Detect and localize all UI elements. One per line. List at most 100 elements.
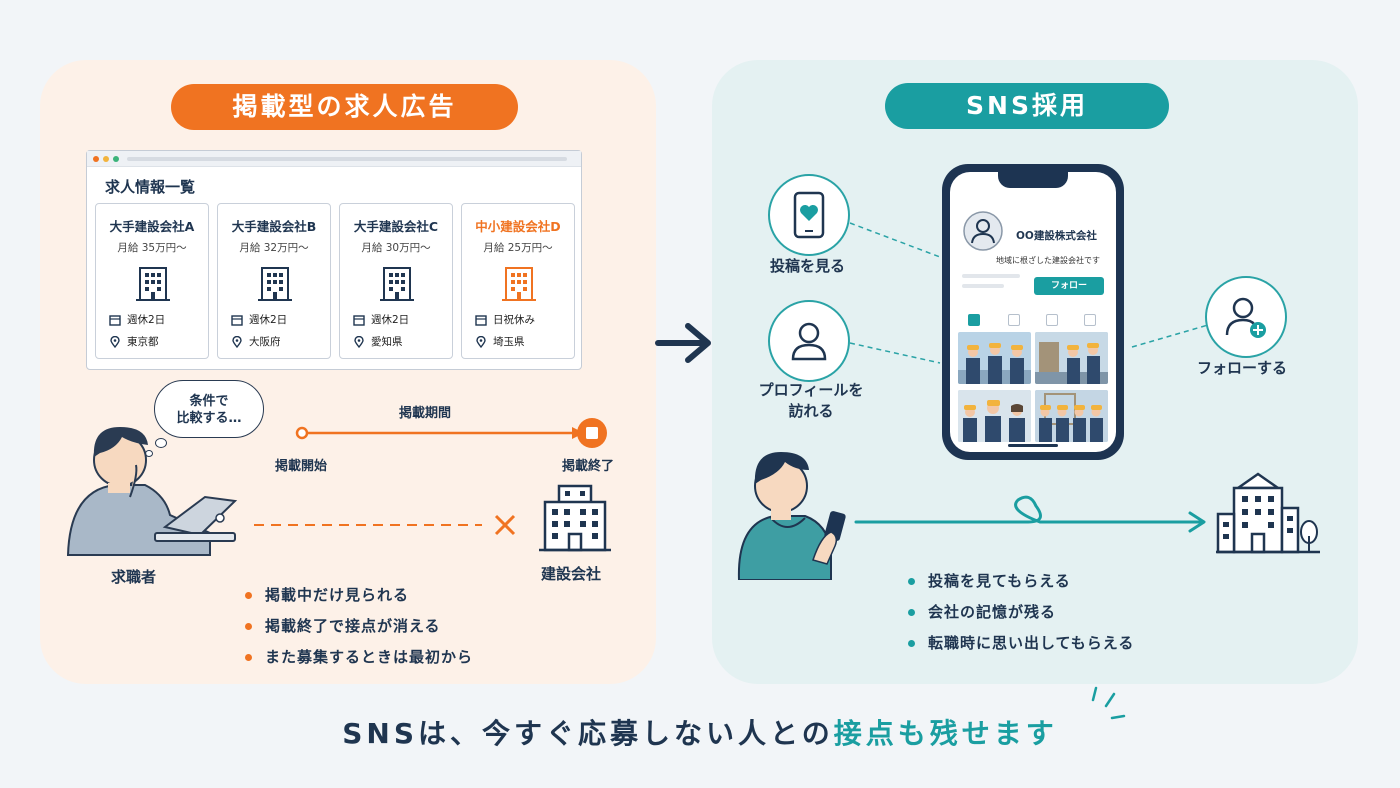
post-photo[interactable] (958, 390, 1031, 442)
right-panel-title: SNS採用 (885, 83, 1169, 129)
footer-message: SNSは、今すぐ応募しない人との接点も残せます (0, 712, 1400, 752)
job-location: 東京都 (127, 336, 159, 348)
building-icon (539, 484, 611, 552)
job-location-row: 埼玉県 (474, 334, 525, 349)
phone-placeholder-line (962, 274, 1020, 278)
phone-follow-button[interactable]: フォロー (1034, 277, 1104, 295)
stop-icon (577, 418, 607, 448)
job-company-name: 大手建設会社C (353, 219, 439, 234)
phone-screen: OO建設株式会社 地域に根ざした建設会社です フォロー (950, 172, 1116, 452)
job-card[interactable]: 大手建設会社A 月給 35万円〜週休2日東京都 (95, 203, 209, 359)
job-card[interactable]: 大手建設会社C 月給 30万円〜週休2日愛知県 (339, 203, 453, 359)
view-posts-label: 投稿を見る (770, 257, 846, 275)
right-bullet-item: 会社の記憶が残る (906, 601, 1134, 632)
phone-notch (998, 172, 1068, 188)
footer-message-accent: 接点も残せます (833, 717, 1058, 750)
location-pin-icon (352, 335, 366, 349)
window-close-dot (93, 156, 99, 162)
left-bullet-item: 掲載中だけ見られる (243, 584, 473, 615)
building-icon (502, 267, 536, 301)
bookmark-tab-icon[interactable] (1046, 314, 1058, 326)
job-holiday: 週休2日 (249, 314, 288, 326)
job-holiday-row: 週休2日 (352, 312, 409, 327)
location-pin-icon (230, 335, 244, 349)
post-photo[interactable] (1035, 390, 1108, 442)
job-company-name: 大手建設会社B (231, 219, 317, 234)
post-photo[interactable] (1035, 332, 1108, 384)
right-bullet-item: 転職時に思い出してもらえる (906, 632, 1134, 663)
phone-placeholder-line (962, 284, 1004, 288)
location-pin-icon (108, 335, 122, 349)
job-card[interactable]: 大手建設会社B 月給 32万円〜週休2日大阪府 (217, 203, 331, 359)
right-bullet-list: 投稿を見てもらえる 会社の記憶が残る 転職時に思い出してもらえる (906, 570, 1134, 663)
phone-company-name: OO建設株式会社 (1016, 230, 1097, 242)
user-icon (791, 322, 827, 361)
window-minimize-dot (103, 156, 109, 162)
browser-toolbar (87, 151, 581, 167)
address-bar (127, 157, 567, 161)
company-building-icon (1216, 472, 1320, 554)
follow-label: フォローする (1197, 359, 1288, 377)
tagged-tab-icon[interactable] (1084, 314, 1096, 326)
job-seeker-illustration (66, 427, 238, 556)
heart-phone-icon (793, 191, 825, 239)
posting-end-label: 掲載終了 (562, 459, 615, 474)
job-holiday: 週休2日 (127, 314, 166, 326)
calendar-icon (352, 313, 366, 327)
video-tab-icon[interactable] (1008, 314, 1020, 326)
smartphone: OO建設株式会社 地域に根ざした建設会社です フォロー (942, 164, 1124, 460)
right-bullet-item: 投稿を見てもらえる (906, 570, 1134, 601)
thought-bubble: 条件で 比較する… (154, 380, 264, 438)
continuous-connection (854, 495, 1206, 533)
left-bullet-list: 掲載中だけ見られる 掲載終了で接点が消える また募集するときは最初から (243, 584, 473, 677)
job-salary: 月給 35万円〜 (117, 242, 187, 254)
profile-avatar-icon (963, 211, 1003, 251)
job-list-heading: 求人情報一覧 (105, 178, 196, 196)
job-holiday-row: 週休2日 (108, 312, 165, 327)
job-holiday-row: 日祝休み (474, 312, 535, 327)
broken-connection (254, 514, 516, 536)
sns-user-illustration (737, 452, 846, 580)
visit-profile-line-1: プロフィールを (758, 381, 864, 399)
left-panel-title: 掲載型の求人広告 (171, 84, 518, 130)
job-company-name: 中小建設会社D (475, 219, 561, 234)
thought-line-1: 条件で (189, 394, 229, 409)
footer-message-main: SNSは、今すぐ応募しない人との (342, 717, 834, 750)
home-indicator (1008, 444, 1058, 447)
thought-line-2: 比較する… (176, 411, 242, 426)
left-bullet-item: 掲載終了で接点が消える (243, 615, 473, 646)
follow-circle (1205, 276, 1287, 358)
calendar-icon (230, 313, 244, 327)
job-company-name: 大手建設会社A (109, 219, 195, 234)
window-maximize-dot (113, 156, 119, 162)
posting-start-label: 掲載開始 (275, 459, 328, 474)
post-photo[interactable] (958, 332, 1031, 384)
visit-profile-circle (768, 300, 850, 382)
job-salary: 月給 30万円〜 (361, 242, 431, 254)
browser-window: 求人情報一覧 大手建設会社A 月給 35万円〜週休2日東京都 大手建設会社B 月給 3… (86, 150, 582, 370)
job-location: 愛知県 (371, 336, 403, 348)
grid-tab-icon[interactable] (968, 314, 980, 326)
job-seeker-label: 求職者 (111, 568, 157, 586)
job-holiday: 週休2日 (371, 314, 410, 326)
calendar-icon (474, 313, 488, 327)
calendar-icon (108, 313, 122, 327)
job-location-row: 大阪府 (230, 334, 281, 349)
job-holiday: 日祝休み (493, 314, 535, 326)
building-icon (136, 267, 170, 301)
construction-company-label: 建設会社 (541, 565, 602, 583)
user-plus-icon (1225, 297, 1266, 338)
posting-period-label: 掲載期間 (399, 406, 452, 421)
view-posts-circle (768, 174, 850, 256)
job-salary: 月給 32万円〜 (239, 242, 309, 254)
building-icon (258, 267, 292, 301)
job-holiday-row: 週休2日 (230, 312, 287, 327)
visit-profile-label: プロフィールを 訪れる (754, 380, 868, 422)
job-location-row: 東京都 (108, 334, 159, 349)
posting-timeline (295, 426, 584, 440)
cross-icon (494, 514, 516, 536)
building-icon (380, 267, 414, 301)
job-location-row: 愛知県 (352, 334, 403, 349)
job-location: 大阪府 (249, 336, 281, 348)
